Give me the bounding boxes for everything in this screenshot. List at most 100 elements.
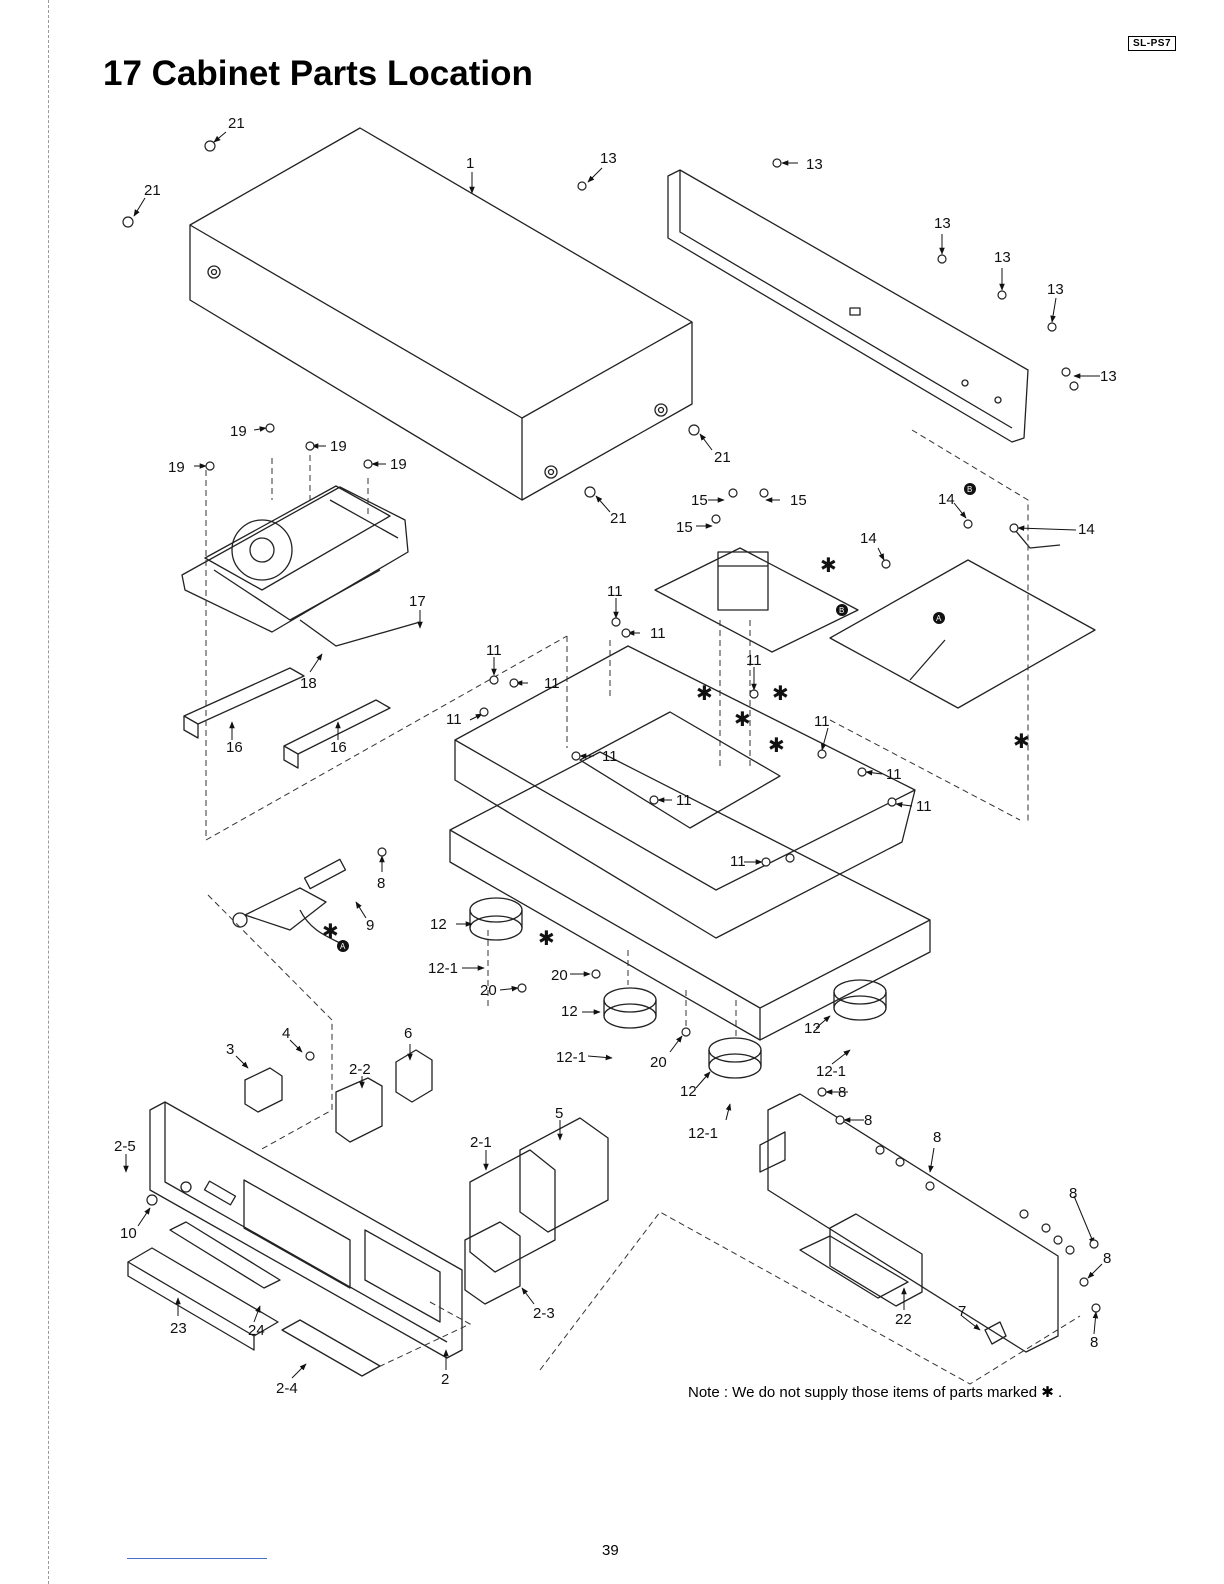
label-part-24: 24 bbox=[248, 1322, 265, 1339]
sheet-5 bbox=[519, 1117, 609, 1233]
label-part-11-h: 11 bbox=[814, 713, 830, 730]
display-bracket bbox=[759, 1093, 1059, 1353]
asterisk-mark-right-post: ✱ bbox=[772, 683, 789, 705]
label-part-13-a: 13 bbox=[600, 150, 617, 167]
label-part-13-c: 13 bbox=[934, 215, 951, 232]
asterisk-mark-left-post: ✱ bbox=[696, 683, 713, 705]
label-part-15-b: 15 bbox=[790, 492, 807, 509]
connector-b-transformer: B bbox=[836, 604, 848, 616]
label-part-8-a: 8 bbox=[377, 875, 385, 892]
cd-mechanism bbox=[181, 485, 421, 647]
label-part-12-1-a: 12-1 bbox=[428, 960, 458, 977]
foot-1 bbox=[469, 897, 523, 941]
label-part-8-f: 8 bbox=[1103, 1250, 1111, 1267]
label-part-16-left: 16 bbox=[226, 739, 243, 756]
label-part-11-b: 11 bbox=[650, 625, 666, 642]
label-part-20-c: 20 bbox=[650, 1054, 667, 1071]
part-3-block bbox=[244, 1067, 283, 1113]
label-part-4: 4 bbox=[282, 1025, 290, 1042]
label-part-9: 9 bbox=[366, 917, 374, 934]
window-2-4 bbox=[281, 1319, 381, 1377]
label-part-19-d: 19 bbox=[390, 456, 407, 473]
label-part-11-l: 11 bbox=[730, 853, 746, 870]
svg-text:B: B bbox=[967, 485, 972, 494]
label-part-20-a: 20 bbox=[480, 982, 497, 999]
label-part-1: 1 bbox=[466, 155, 474, 172]
label-part-8-d: 8 bbox=[933, 1129, 941, 1146]
label-part-11-a: 11 bbox=[607, 583, 623, 600]
label-part-16-right: 16 bbox=[330, 739, 347, 756]
label-part-19-a: 19 bbox=[230, 423, 247, 440]
label-part-2-4: 2-4 bbox=[276, 1380, 298, 1397]
rear-panel bbox=[667, 169, 1029, 443]
model-badge: SL-PS7 bbox=[1128, 36, 1177, 51]
label-part-19-b: 19 bbox=[330, 438, 347, 455]
label-part-23: 23 bbox=[170, 1320, 187, 1337]
label-part-8-c: 8 bbox=[864, 1112, 872, 1129]
label-part-11-g: 11 bbox=[602, 748, 618, 765]
svg-text:A: A bbox=[936, 614, 942, 623]
label-part-12-1-b: 12-1 bbox=[556, 1049, 586, 1066]
foot-4 bbox=[833, 979, 887, 1021]
control-board bbox=[469, 1149, 556, 1273]
label-part-11-c: 11 bbox=[486, 642, 502, 659]
mechanism-guide-right bbox=[283, 699, 391, 769]
label-part-13-e: 13 bbox=[1047, 281, 1064, 298]
label-part-17: 17 bbox=[409, 593, 426, 610]
label-part-2: 2 bbox=[441, 1371, 449, 1388]
label-part-14-c: 14 bbox=[860, 530, 877, 547]
label-part-12-a: 12 bbox=[430, 916, 447, 933]
svg-text:A: A bbox=[340, 942, 346, 951]
label-part-11-d: 11 bbox=[544, 675, 560, 692]
mechanism-guide-left bbox=[183, 667, 305, 739]
board-2-3 bbox=[464, 1221, 521, 1305]
display-board bbox=[799, 1213, 923, 1307]
label-part-7: 7 bbox=[958, 1303, 966, 1320]
label-part-3: 3 bbox=[226, 1041, 234, 1058]
asterisk-mark-side-clip: ✱ bbox=[1013, 731, 1030, 753]
label-part-12-1-d: 12-1 bbox=[688, 1125, 718, 1142]
foot-2 bbox=[603, 987, 657, 1029]
label-part-11-j: 11 bbox=[676, 792, 692, 809]
label-part-13-b: 13 bbox=[806, 156, 823, 173]
front-panel bbox=[149, 1101, 463, 1359]
label-part-2-1: 2-1 bbox=[470, 1134, 492, 1151]
chassis-frame bbox=[454, 645, 916, 939]
sheet-6 bbox=[395, 1049, 433, 1103]
label-part-11-f: 11 bbox=[746, 652, 762, 669]
label-part-15-c: 15 bbox=[676, 519, 693, 536]
label-part-5: 5 bbox=[555, 1105, 563, 1122]
binding-margin-line bbox=[48, 0, 49, 1584]
tray-trim-24 bbox=[169, 1221, 281, 1289]
label-part-12-d: 12 bbox=[804, 1020, 821, 1037]
asterisk-mark-headphone: ✱ bbox=[322, 921, 339, 943]
transformer-board bbox=[654, 547, 859, 653]
label-part-19-c: 19 bbox=[168, 459, 185, 476]
main-circuit-board bbox=[829, 529, 1096, 709]
label-part-18: 18 bbox=[300, 675, 317, 692]
connector-a-headphone: A bbox=[337, 940, 349, 952]
tray-door-23 bbox=[127, 1247, 279, 1351]
connector-b-top: B bbox=[964, 483, 976, 495]
label-part-12-b: 12 bbox=[561, 1003, 578, 1020]
label-part-12-c: 12 bbox=[680, 1083, 697, 1100]
label-part-21-low: 21 bbox=[610, 510, 627, 527]
bottom-base bbox=[449, 751, 931, 1041]
part-7-connector bbox=[984, 1321, 1007, 1345]
label-part-13-d: 13 bbox=[994, 249, 1011, 266]
label-part-15-a: 15 bbox=[691, 492, 708, 509]
asterisk-mark-base-post: ✱ bbox=[538, 928, 555, 950]
label-part-8-b: 8 bbox=[838, 1084, 846, 1101]
label-part-12-1-c: 12-1 bbox=[816, 1063, 846, 1080]
asterisk-mark-center-post: ✱ bbox=[734, 709, 751, 731]
label-part-14-a: 14 bbox=[938, 491, 955, 508]
cabinet-top-cover bbox=[189, 127, 693, 501]
label-part-2-3: 2-3 bbox=[533, 1305, 555, 1322]
page-title: 17 Cabinet Parts Location bbox=[103, 54, 533, 93]
label-part-11-e: 11 bbox=[446, 711, 462, 728]
label-part-11-k: 11 bbox=[916, 798, 932, 815]
label-part-2-2: 2-2 bbox=[349, 1061, 371, 1078]
board-2-2 bbox=[335, 1077, 383, 1143]
label-part-21-mid: 21 bbox=[714, 449, 731, 466]
